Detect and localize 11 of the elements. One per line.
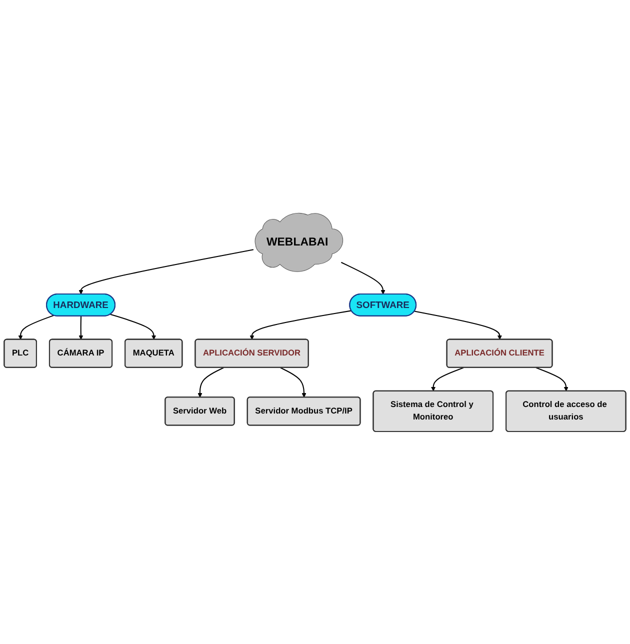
arrow <box>110 314 156 340</box>
arrow <box>198 366 224 398</box>
arrow <box>78 248 254 294</box>
arrow <box>536 366 568 391</box>
arrow <box>78 316 84 340</box>
arrow <box>340 262 386 294</box>
arrow <box>280 366 306 398</box>
arrow <box>414 310 502 340</box>
arrow <box>431 366 464 391</box>
arrow <box>18 314 54 340</box>
arrow <box>250 310 352 340</box>
